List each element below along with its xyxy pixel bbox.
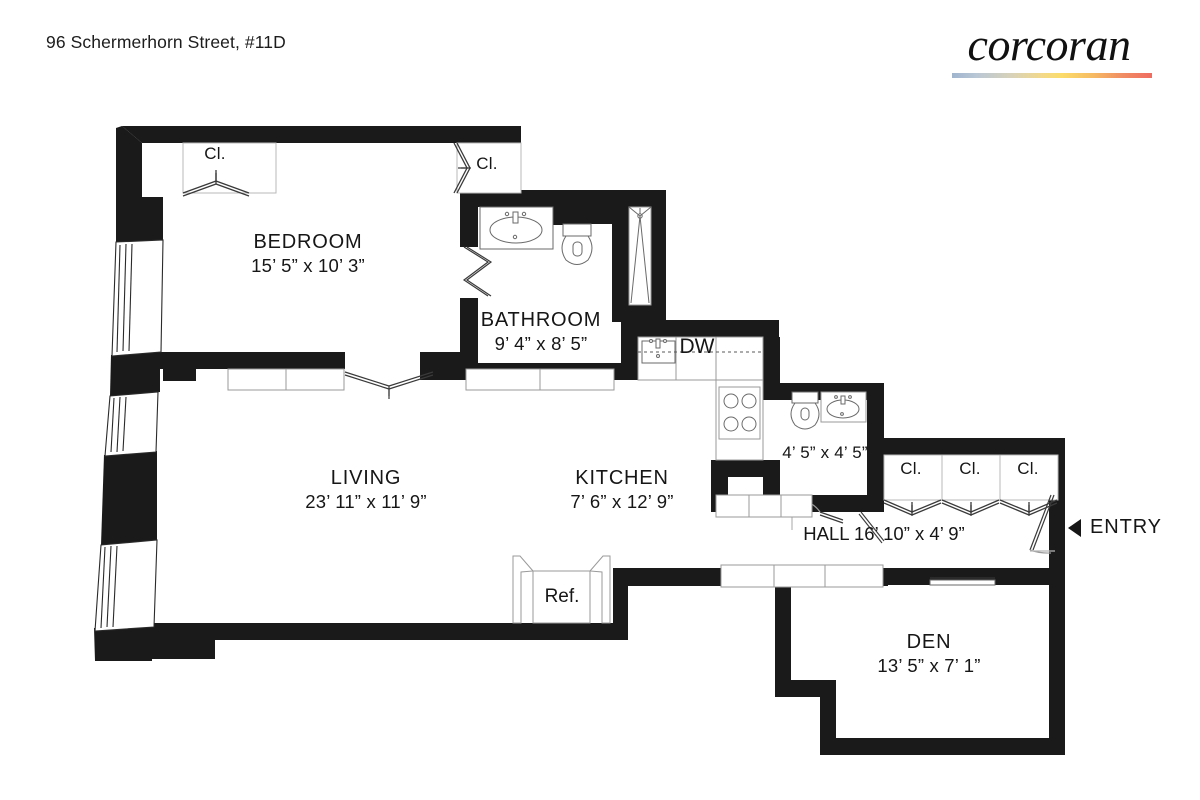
bathroom-door	[462, 246, 493, 297]
closet-hall-2-door	[941, 454, 1001, 516]
powder-sink	[820, 391, 867, 423]
page-title: 96 Schermerhorn Street, #11D	[46, 32, 286, 52]
powder-room-fixtures	[790, 391, 867, 430]
entry-label: ENTRY	[1090, 516, 1162, 538]
refrigerator-unit	[512, 555, 611, 624]
refrigerator-label: Ref.	[544, 586, 580, 607]
bathroom-fixtures	[479, 206, 652, 306]
room-label-bathroom: BATHROOM 9’ 4” x 8’ 5”	[481, 308, 601, 355]
powder-room-door-2	[858, 511, 885, 544]
window-3	[94, 539, 158, 632]
powder-room-dims: 4’ 5” x 4’ 5”	[782, 443, 868, 462]
closet-bedroom-left-label: Cl.	[204, 144, 226, 163]
closet-hall-2-label: Cl.	[959, 459, 981, 478]
closet-doors	[182, 142, 1059, 516]
room-label-living: LIVING 23’ 11” x 11’ 9”	[305, 466, 426, 513]
dishwasher-label: DW	[679, 335, 715, 358]
kitchen-range	[718, 386, 761, 440]
brand-logo: corcoran	[944, 20, 1154, 78]
room-dims-den: 13’ 5” x 7’ 1”	[877, 655, 981, 676]
room-label-den: DEN 13’ 5” x 7’ 1”	[877, 630, 980, 677]
window-1	[111, 239, 164, 357]
closet-hall-3-door	[999, 454, 1059, 516]
bathroom-sink	[479, 206, 554, 250]
room-dims-kitchen: 7’ 6” x 12’ 9”	[570, 491, 674, 512]
window-2	[104, 391, 159, 457]
bedroom-living-doors	[227, 368, 615, 399]
brand-wordmark: corcoran	[967, 19, 1131, 70]
room-label-bedroom: BEDROOM 15’ 5” x 10’ 3”	[251, 230, 365, 277]
exterior-walls	[94, 126, 1065, 755]
room-name-living: LIVING	[330, 467, 402, 489]
closet-hall-3-label: Cl.	[1017, 459, 1039, 478]
bathroom-toilet	[561, 223, 593, 265]
hall-label: HALL 16’ 10” x 4’ 9”	[803, 523, 965, 544]
closet-bedroom-right-door	[453, 142, 522, 194]
den-sliding-door	[929, 577, 996, 586]
window-group	[94, 239, 164, 632]
kitchen-sink	[641, 338, 676, 364]
room-dims-bathroom: 9’ 4” x 8’ 5”	[494, 333, 588, 354]
floor-fill	[150, 128, 1065, 755]
room-label-kitchen: KITCHEN 7’ 6” x 12’ 9”	[570, 466, 673, 513]
bathroom-shower	[628, 206, 652, 306]
closet-bedroom-left-door	[182, 142, 277, 197]
entry-door	[1029, 494, 1055, 554]
powder-toilet	[790, 391, 820, 430]
room-name-bedroom: BEDROOM	[253, 231, 363, 253]
entry-marker: ENTRY	[1068, 516, 1162, 539]
room-dims-living: 23’ 11” x 11’ 9”	[305, 491, 427, 512]
entry-arrow-icon	[1068, 518, 1081, 537]
closet-hall-1-label: Cl.	[900, 459, 922, 478]
closet-hall-1-door	[883, 454, 943, 516]
brand-gradient-bar	[952, 73, 1152, 78]
room-name-kitchen: KITCHEN	[575, 467, 669, 489]
room-name-bathroom: BATHROOM	[480, 309, 602, 331]
room-dims-bedroom: 15’ 5” x 10’ 3”	[251, 255, 365, 276]
kitchen-fixtures	[637, 336, 813, 518]
closet-bedroom-right-label: Cl.	[476, 154, 498, 173]
hall-counter	[720, 564, 884, 588]
room-name-den: DEN	[906, 631, 952, 653]
